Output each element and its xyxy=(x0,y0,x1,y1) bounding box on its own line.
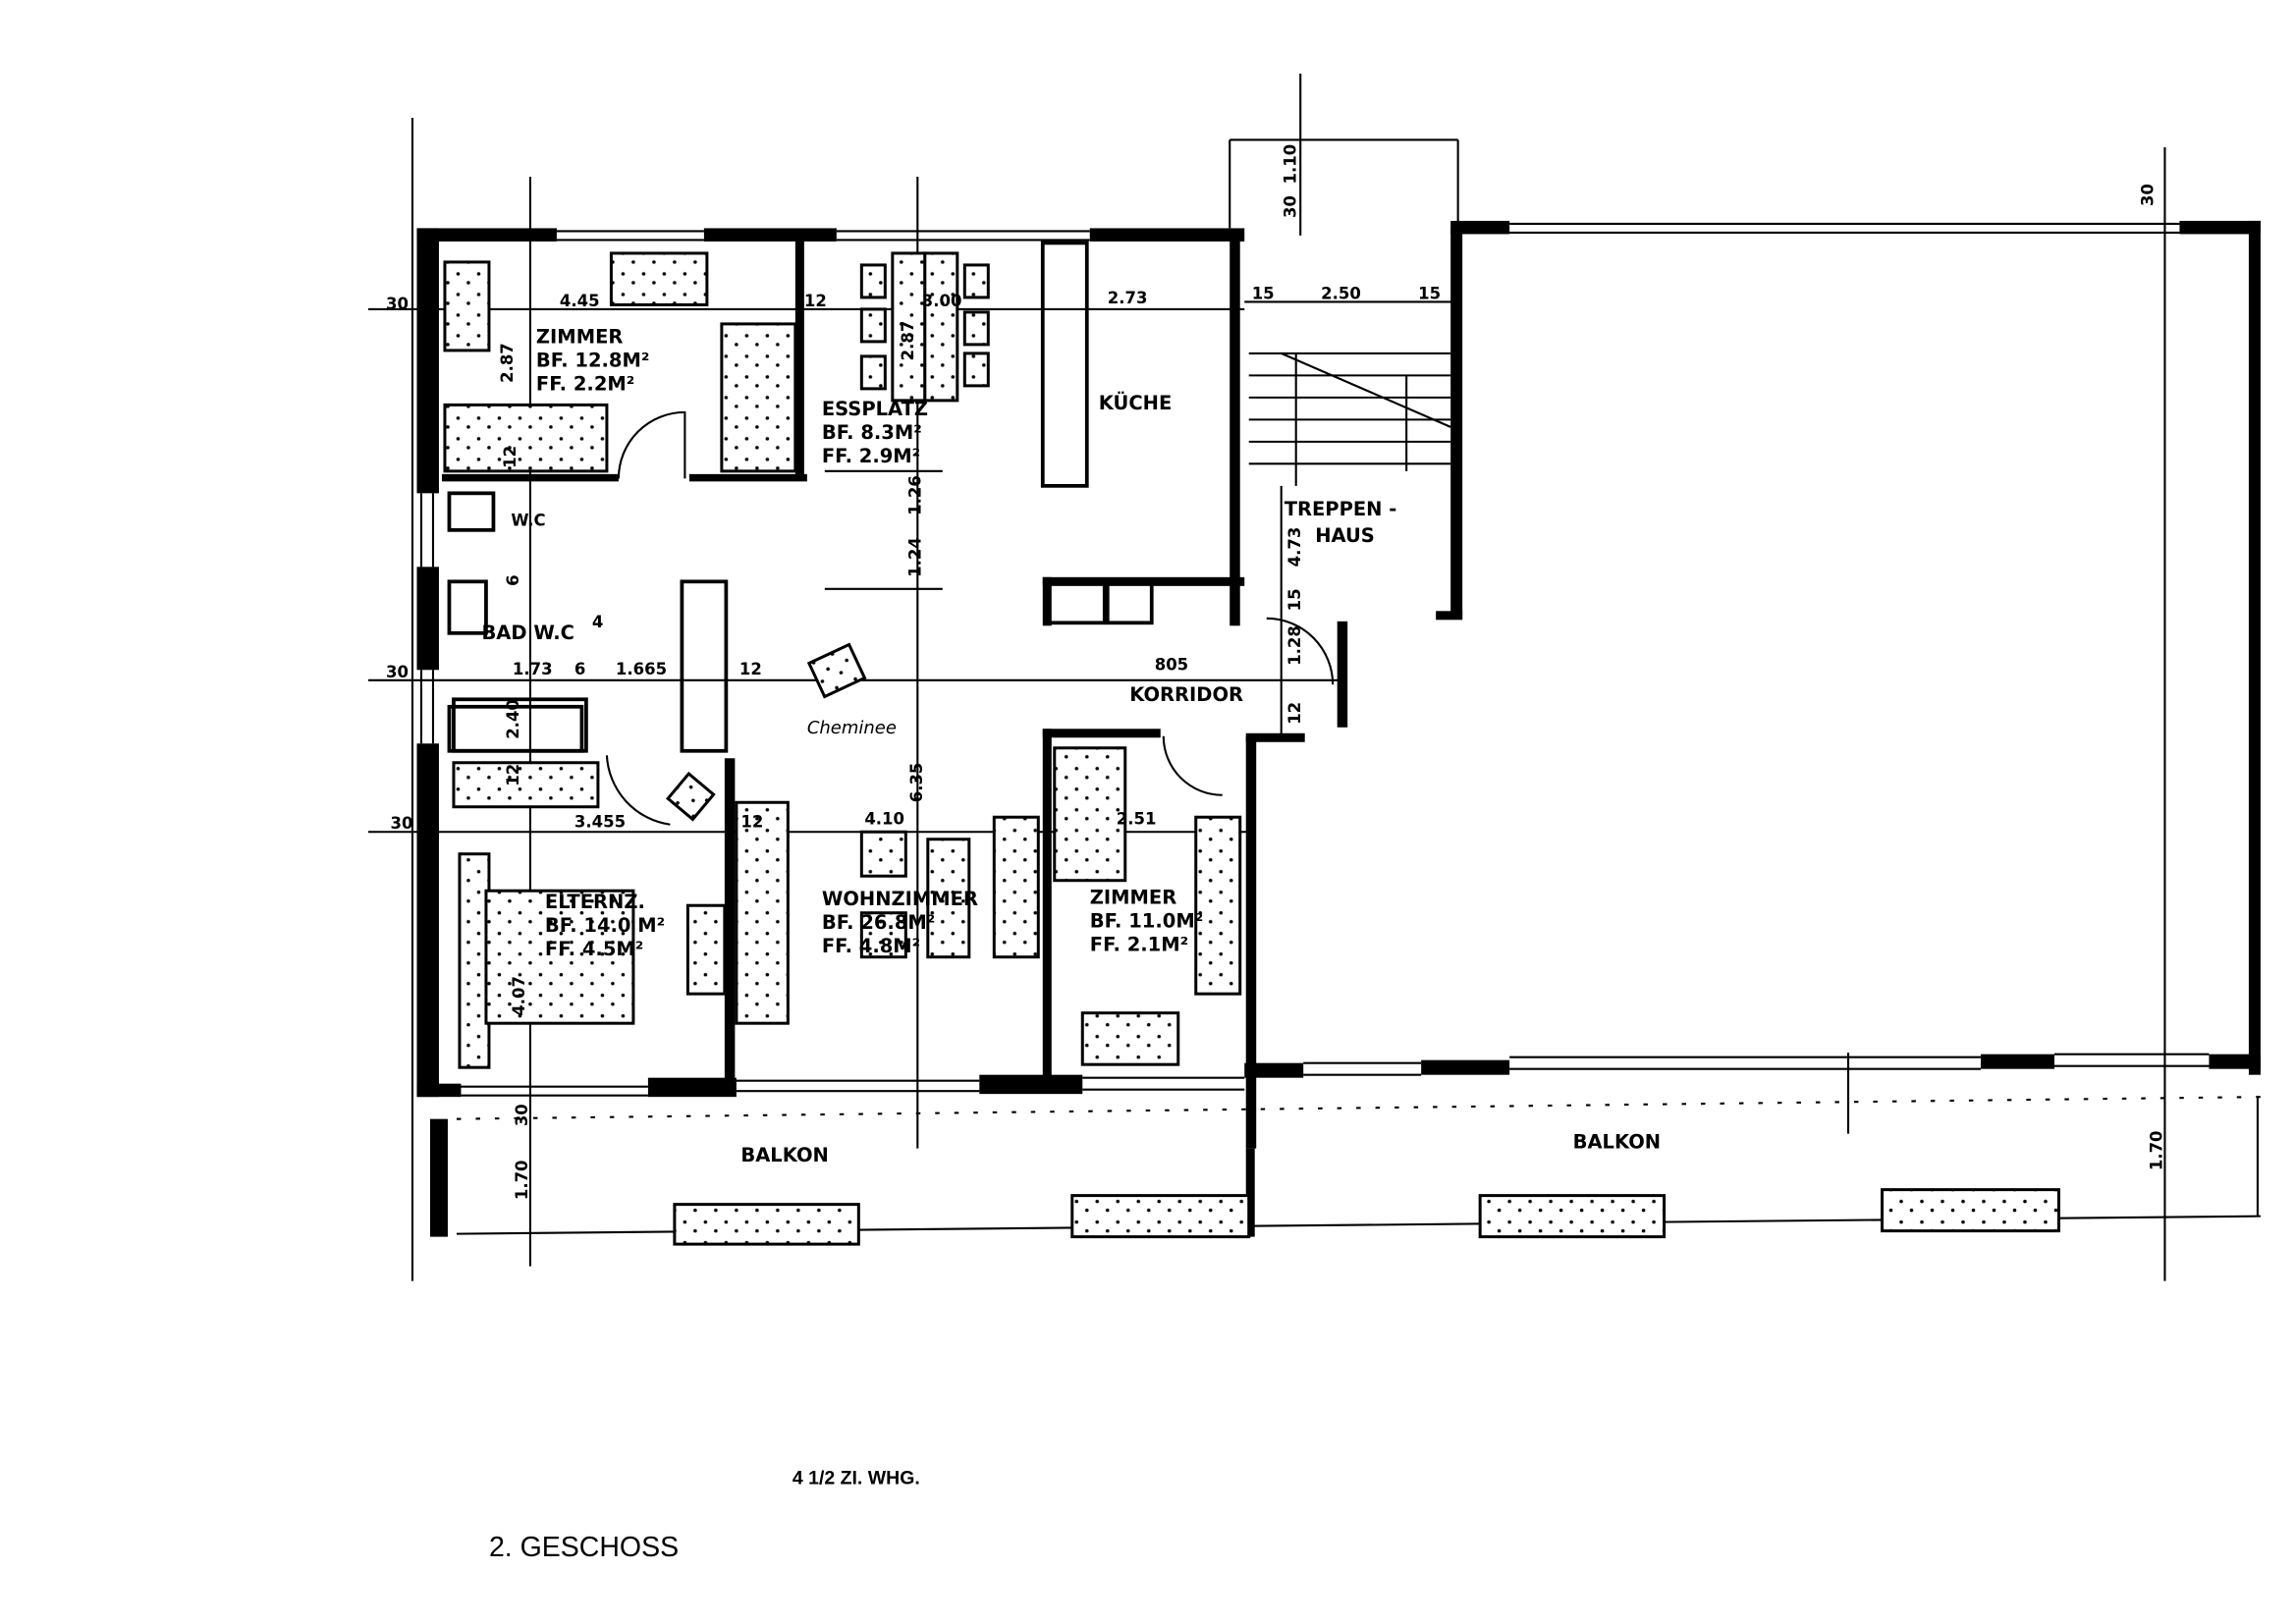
dimension: 12 xyxy=(1285,702,1304,725)
dimension: 2.40 xyxy=(504,699,522,739)
dimension: 30 xyxy=(386,295,409,313)
room-zimmer-2-ff: FF. 2.1M² xyxy=(1090,934,1188,956)
room-wc-name: W.C xyxy=(511,511,545,529)
room-wohnzimmer-name: WOHNZIMMER xyxy=(822,888,978,910)
dimension: 4.73 xyxy=(1285,527,1304,568)
room-wohnzimmer-bf: BF. 26.8M² xyxy=(822,911,935,934)
dimension: 30 xyxy=(386,663,409,681)
dimension: 1.26 xyxy=(905,475,924,515)
room-zimmer-2-bf: BF. 11.0M² xyxy=(1090,910,1203,933)
dimension: 4.10 xyxy=(864,810,904,829)
dimension: 12 xyxy=(804,292,827,310)
walls xyxy=(416,220,2261,1237)
dimension: 2.73 xyxy=(1108,289,1148,307)
room-treppenhaus-name2: HAUS xyxy=(1315,524,1375,547)
dimension: 1.73 xyxy=(513,660,553,678)
dimension: 3.455 xyxy=(574,813,626,832)
room-balkon-1-name: BALKON xyxy=(740,1144,828,1166)
cheminee-label: Cheminee xyxy=(807,718,897,738)
dimension: 30 xyxy=(1282,195,1300,218)
dimension-labels: 30 4.45 2.87 12 12 3.00 2.87 2.73 15 2.5… xyxy=(386,144,2165,1200)
dimension: 30 xyxy=(390,814,412,833)
room-zimmer-2-name: ZIMMER xyxy=(1090,887,1176,909)
room-bad-wc-name: BAD W.C xyxy=(481,622,574,644)
floor-caption: 2. GESCHOSS xyxy=(489,1532,679,1563)
room-zimmer-1-ff: FF. 2.2M² xyxy=(536,372,634,395)
room-elternz-bf: BF. 14.0 M² xyxy=(545,914,665,937)
dimension: 12 xyxy=(740,813,763,832)
dimension: 1.70 xyxy=(513,1160,531,1200)
dimension: 1.70 xyxy=(2147,1130,2165,1170)
dimension: 15 xyxy=(1418,284,1441,302)
room-essplatz-name: ESSPLATZ xyxy=(822,398,928,420)
dimension: 1.28 xyxy=(1285,625,1304,666)
room-elternz-name: ELTERNZ. xyxy=(545,891,645,913)
dimension: 30 xyxy=(513,1104,531,1126)
dimension: 2.51 xyxy=(1117,810,1157,829)
room-essplatz-ff: FF. 2.9M² xyxy=(822,445,920,467)
dimension: 805 xyxy=(1155,655,1188,674)
dimension: 1.665 xyxy=(616,660,667,678)
room-zimmer-1-name: ZIMMER xyxy=(536,325,623,348)
dimension: 2.50 xyxy=(1321,284,1361,302)
room-elternz-ff: FF. 4.5M² xyxy=(545,938,643,960)
dimension: 6 xyxy=(574,660,585,678)
dimension: 3.00 xyxy=(922,292,962,310)
room-balkon-2-name: BALKON xyxy=(1573,1131,1661,1154)
dimension: 6.35 xyxy=(907,763,926,803)
room-essplatz-bf: BF. 8.3M² xyxy=(822,421,922,444)
dimension: 30 xyxy=(2138,184,2157,206)
dimension: 15 xyxy=(1252,284,1275,302)
dimension: 15 xyxy=(1285,588,1304,611)
room-wohnzimmer-ff: FF. 4.8M² xyxy=(822,935,920,957)
dimension: 12 xyxy=(501,446,519,468)
apartment-type-caption: 4 1/2 ZI. WHG. xyxy=(793,1468,920,1489)
dimension: 6 xyxy=(504,574,522,585)
dimension: 1.24 xyxy=(905,537,924,577)
dimension: 2.87 xyxy=(899,321,917,361)
room-treppenhaus-name: TREPPEN - xyxy=(1285,498,1397,520)
dimension: 4.07 xyxy=(510,976,528,1016)
staircase xyxy=(1248,352,1451,486)
dimension: 4.45 xyxy=(560,292,600,310)
room-labels: ZIMMER BF. 12.8M² FF. 2.2M² ESSPLATZ BF.… xyxy=(481,325,1661,1166)
dimension: 12 xyxy=(739,660,762,678)
dimension: 4 xyxy=(592,613,603,631)
furniture xyxy=(443,241,1335,1069)
dimension: 12 xyxy=(504,764,522,786)
balcony xyxy=(456,1096,2261,1246)
windows xyxy=(419,139,2210,1097)
dimension: 2.87 xyxy=(498,343,517,383)
dimension: 1.10 xyxy=(1282,144,1300,185)
room-korridor-name: KORRIDOR xyxy=(1129,683,1243,706)
room-kueche-name: KÜCHE xyxy=(1099,391,1173,414)
room-zimmer-1-bf: BF. 12.8M² xyxy=(536,349,649,371)
